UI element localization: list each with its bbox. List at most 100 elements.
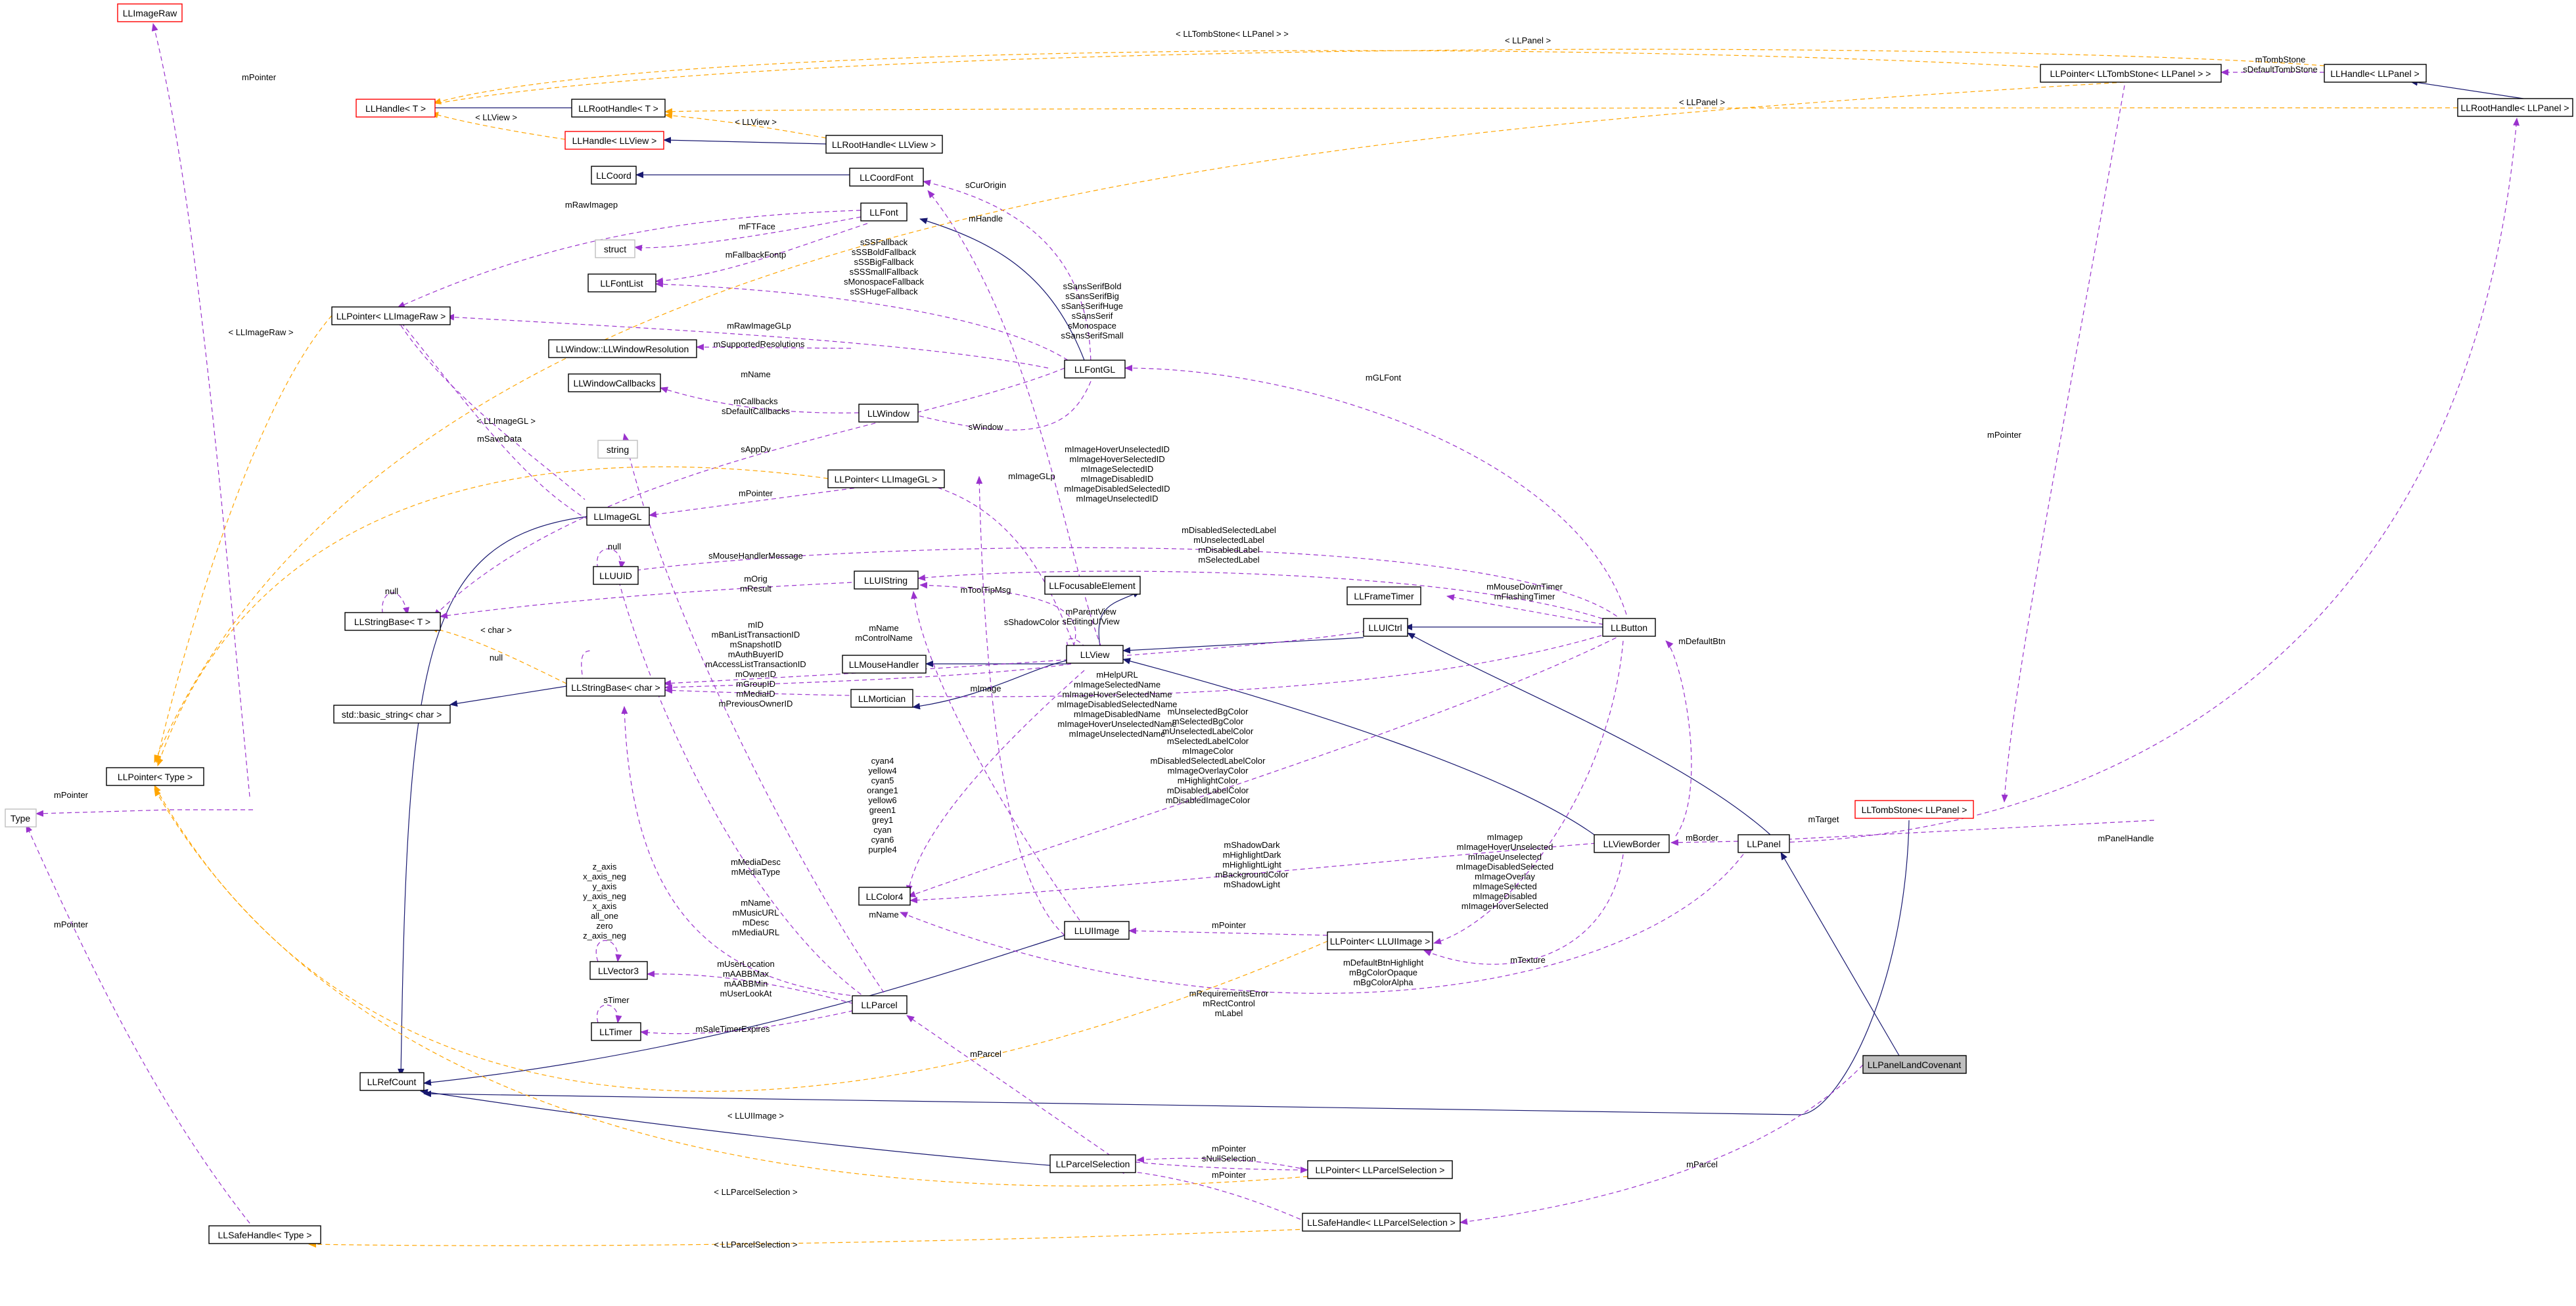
label-line: mMediaType xyxy=(731,867,780,877)
label-line: mPointer xyxy=(1212,1144,1247,1154)
node-lluictrl[interactable]: LLUICtrl xyxy=(1363,618,1408,637)
label-line: mAuthBuyerID xyxy=(728,649,784,659)
node-llwindowcallbacks[interactable]: LLWindowCallbacks xyxy=(568,373,661,392)
node-llpanel[interactable]: LLPanel xyxy=(1737,834,1790,853)
node-lltimer[interactable]: LLTimer xyxy=(591,1022,641,1041)
node-llroothandle-t[interactable]: LLRootHandle< T > xyxy=(571,99,666,118)
label-line: mImageDisabledID xyxy=(1081,474,1154,484)
node-llmousehandler[interactable]: LLMouseHandler xyxy=(842,655,927,674)
node-struct[interactable]: struct xyxy=(595,239,635,258)
node-llcoord[interactable]: LLCoord xyxy=(591,166,637,185)
svg-text:LLHandle< T >: LLHandle< T > xyxy=(365,103,426,114)
label-line: mImageDisabledSelectedName xyxy=(1057,699,1178,709)
node-string[interactable]: string xyxy=(597,440,638,459)
node-llpointer-llparcelselection[interactable]: LLPointer< LLParcelSelection > xyxy=(1307,1160,1453,1179)
label-tpl-llpanel-2: < LLPanel > xyxy=(1679,97,1725,107)
label-line: mImageHoverUnselectedName xyxy=(1057,719,1176,729)
node-llsafehandle-type[interactable]: LLSafeHandle< Type > xyxy=(208,1225,321,1244)
label-line: mParentView xyxy=(1065,607,1116,617)
node-llfontlist[interactable]: LLFontList xyxy=(587,273,656,292)
node-llframetimer[interactable]: LLFrameTimer xyxy=(1346,586,1421,605)
edge-inh-view-focusable xyxy=(1098,591,1141,658)
node-llstringbase-t[interactable]: LLStringBase< T > xyxy=(344,612,441,631)
edge-use-parcel-stringbase xyxy=(621,706,875,998)
label-line: mAABBMax xyxy=(723,969,770,979)
node-llbutton[interactable]: LLButton xyxy=(1602,618,1656,637)
node-lluiimage[interactable]: LLUIImage xyxy=(1064,921,1130,940)
svg-text:LLPointer< LLParcelSelection >: LLPointer< LLParcelSelection > xyxy=(1316,1165,1445,1175)
label-line: mDisabledSelectedLabelColor xyxy=(1151,756,1266,766)
node-llparcel[interactable]: LLParcel xyxy=(852,995,908,1014)
label-line: y_axis_neg xyxy=(583,891,626,901)
edge-inh-panel-uictrl xyxy=(1407,632,1771,835)
node-llwindow[interactable]: LLWindow xyxy=(858,404,919,423)
label-line: mImageHoverSelectedID xyxy=(1069,454,1164,464)
node-llfont[interactable]: LLFont xyxy=(860,202,908,222)
node-llhandle-llpanel[interactable]: LLHandle< LLPanel > xyxy=(2324,64,2427,83)
node-llpanellandcovenant[interactable]: LLPanelLandCovenant xyxy=(1862,1055,1967,1074)
node-type[interactable]: Type xyxy=(5,808,37,828)
node-lluistring[interactable]: LLUIString xyxy=(854,571,919,590)
edge-use-fontgl-stringbase xyxy=(433,367,1065,617)
edge-tpl-llview-roothandle xyxy=(664,112,827,139)
node-llparcelselection[interactable]: LLParcelSelection xyxy=(1049,1154,1136,1173)
node-llwindowresolution[interactable]: LLWindow::LLWindowResolution xyxy=(548,339,697,358)
node-llroothandle-llpanel[interactable]: LLRootHandle< LLPanel > xyxy=(2457,98,2573,117)
label-line: mOwnerID xyxy=(735,669,776,679)
edge-use-pointeruiimage-uiimage xyxy=(1128,927,1328,936)
edge-use-view-color xyxy=(906,670,1085,893)
label-mname-color: mName xyxy=(869,910,899,920)
node-llview[interactable]: LLView xyxy=(1066,645,1124,664)
label-line: mBgColorOpaque xyxy=(1349,968,1417,977)
label-null-uuid: null xyxy=(608,542,621,551)
node-lluuid[interactable]: LLUUID xyxy=(593,566,639,585)
node-llpointer-type[interactable]: LLPointer< Type > xyxy=(106,767,204,786)
node-llcoordfont[interactable]: LLCoordFont xyxy=(849,168,924,187)
node-lltombstone-llpanel[interactable]: LLTombStone< LLPanel > xyxy=(1854,800,1974,819)
label-line: mAABBMin xyxy=(724,979,768,989)
node-llroothandle-llview[interactable]: LLRootHandle< LLView > xyxy=(825,135,943,154)
label-line: mImageSelected xyxy=(1473,881,1537,891)
label-tpl-llparcelselection: < LLParcelSelection > xyxy=(714,1187,797,1197)
node-llvector3[interactable]: LLVector3 xyxy=(589,961,648,980)
edge-inh-fontgl-font xyxy=(919,218,1085,361)
svg-text:Type: Type xyxy=(11,813,31,824)
node-llimageraw[interactable]: LLImageRaw xyxy=(117,3,183,22)
node-llfontgl[interactable]: LLFontGL xyxy=(1064,360,1126,379)
svg-text:LLCoordFont: LLCoordFont xyxy=(860,172,913,183)
label-mimageglp: mImageGLp xyxy=(1008,471,1055,481)
node-llimagegl[interactable]: LLImageGL xyxy=(586,507,650,526)
edge-tpl-uiimage-pointertype xyxy=(154,785,1328,1092)
edge-use-button-frametimer xyxy=(1446,594,1604,625)
node-llmortician[interactable]: LLMortician xyxy=(850,689,913,708)
label-line: mControlName xyxy=(855,633,912,643)
node-llcolor4[interactable]: LLColor4 xyxy=(858,887,911,906)
svg-text:LLPointer< LLImageRaw >: LLPointer< LLImageRaw > xyxy=(336,311,446,321)
edge-use-panel-button xyxy=(1665,640,1692,837)
node-llfocusableelement[interactable]: LLFocusableElement xyxy=(1044,576,1141,595)
label-line: mImageSelectedID xyxy=(1081,464,1154,474)
label-line: mImageDisabled xyxy=(1473,891,1537,901)
svg-text:LLButton: LLButton xyxy=(1611,622,1647,633)
label-line: mDisabledSelectedLabel xyxy=(1182,525,1276,535)
node-llsafehandle-llparcelselection[interactable]: LLSafeHandle< LLParcelSelection > xyxy=(1302,1213,1461,1232)
label-line: sSSFallback xyxy=(860,237,908,247)
node-llpointer-llimagegl[interactable]: LLPointer< LLImageGL > xyxy=(827,469,945,488)
node-llhandle-llview[interactable]: LLHandle< LLView > xyxy=(564,131,664,150)
node-llpointer-lluiimage[interactable]: LLPointer< LLUIImage > xyxy=(1327,931,1433,950)
label-line: sMonospaceFallback xyxy=(844,277,925,287)
node-llstringbase-char[interactable]: LLStringBase< char > xyxy=(566,678,666,697)
node-llviewborder[interactable]: LLViewBorder xyxy=(1594,834,1670,853)
node-llpointer-llimageraw[interactable]: LLPointer< LLImageRaw > xyxy=(331,306,451,325)
node-llpointer-lltombstone[interactable]: LLPointer< LLTombStone< LLPanel > > xyxy=(2040,64,2222,83)
node-llhandle-t[interactable]: LLHandle< T > xyxy=(356,99,436,118)
node-std-basic-string[interactable]: std::basic_string< char > xyxy=(333,705,451,724)
label-line: mImageHoverSelectedName xyxy=(1063,689,1172,699)
label-swindow: sWindow xyxy=(969,422,1003,432)
node-llrefcount[interactable]: LLRefCount xyxy=(359,1072,425,1091)
label-line: sNullSelection xyxy=(1202,1154,1256,1163)
edge-inh-uiimage-refcount xyxy=(423,935,1065,1086)
